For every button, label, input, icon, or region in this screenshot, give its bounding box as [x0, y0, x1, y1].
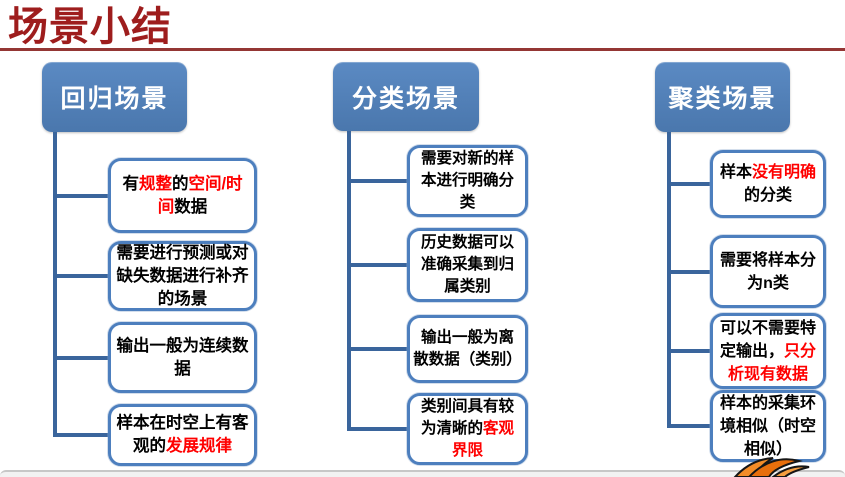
leaf-box-text: 可以不需要特 定输出，只分 析现有数据: [720, 317, 816, 386]
leaf-box-text: 需要对新的样 本进行明确分 类: [421, 148, 514, 214]
text-segment: 样本: [719, 164, 752, 181]
connector-branch: [347, 179, 407, 183]
leaf-box-clustering-4: 样本的采集环 境相似（时空 相似）: [710, 390, 826, 462]
connector-branch: [347, 347, 407, 351]
leaf-box-text: 有规整的空间/时 间数据: [122, 173, 242, 219]
text-segment: 需要进行预测或对 缺失数据进行补齐 的场景: [116, 243, 249, 308]
leaf-box-clustering-1: 样本没有明确 的分类: [710, 150, 826, 218]
text-segment: 需要将样本分 为n类: [719, 251, 816, 292]
connector-branch: [667, 182, 710, 186]
leaf-box-text: 样本没有明确 的分类: [720, 161, 816, 207]
connector-branch: [53, 274, 108, 278]
text-segment: 类别间具有较 为清晰的: [420, 398, 514, 437]
column-header-regression: 回归场景: [42, 62, 187, 132]
leaf-box-classification-1: 需要对新的样 本进行明确分 类: [407, 145, 528, 217]
text-segment: 有: [122, 174, 139, 193]
text-segment: 输出一般为连续数 据: [116, 336, 249, 378]
leaf-box-classification-2: 历史数据可以 准确采集到归 属类别: [407, 228, 528, 302]
text-segment: 的分类: [743, 187, 792, 204]
leaf-box-regression-4: 样本在时空上有客 观的发展规律: [108, 404, 257, 466]
text-segment-highlight: 没有明确: [752, 164, 817, 181]
text-segment: 的: [171, 174, 189, 193]
leaf-box-text: 需要将样本分 为n类: [720, 249, 816, 295]
leaf-box-clustering-3: 可以不需要特 定输出，只分 析现有数据: [710, 313, 826, 389]
leaf-box-text: 输出一般为离 散数据（类别）: [413, 327, 522, 371]
connector-branch: [347, 427, 407, 431]
connector-branch: [667, 424, 710, 428]
column-header-classification: 分类场景: [333, 62, 479, 131]
text-segment-highlight: 规整: [138, 174, 172, 193]
text-segment: 可以不需要特 定输出，: [719, 319, 816, 360]
text-segment: 样本在时空上有客 观的: [116, 414, 249, 455]
leaf-box-regression-2: 需要进行预测或对 缺失数据进行补齐 的场景: [108, 241, 257, 311]
column-header-clustering: 聚类场景: [655, 62, 790, 132]
text-segment-highlight: 发展规律: [166, 437, 232, 455]
leaf-box-text: 历史数据可以 准确采集到归 属类别: [421, 232, 514, 298]
text-segment: 样本的采集环 境相似（时空 相似）: [719, 394, 816, 458]
connector-branch: [53, 193, 108, 198]
leaf-box-text: 类别间具有较 为清晰的客观 界限: [421, 396, 514, 462]
leaf-box-text: 样本的采集环 境相似（时空 相似）: [720, 392, 816, 461]
connector-branch: [53, 433, 108, 437]
leaf-box-classification-4: 类别间具有较 为清晰的客观 界限: [407, 393, 528, 465]
leaf-box-regression-1: 有规整的空间/时 间数据: [108, 158, 257, 233]
leaf-box-classification-3: 输出一般为离 散数据（类别）: [407, 315, 528, 383]
leaf-box-clustering-2: 需要将样本分 为n类: [710, 235, 826, 308]
text-segment-highlight: 空间/时 间: [157, 174, 243, 216]
text-segment: 需要对新的样 本进行明确分 类: [420, 150, 514, 211]
orange-wing-mascot-icon: [733, 457, 810, 477]
text-segment: 历史数据可以 准确采集到归 属类别: [420, 234, 514, 295]
leaf-box-text: 输出一般为连续数 据: [117, 335, 249, 381]
connector-branch: [53, 355, 108, 360]
connector-branch: [667, 269, 710, 274]
leaf-box-text: 需要进行预测或对 缺失数据进行补齐 的场景: [117, 242, 249, 311]
text-segment: 输出一般为离 散数据（类别）: [413, 329, 522, 368]
connector-trunk: [667, 132, 671, 428]
connector-trunk: [347, 131, 351, 431]
footer-bar: [0, 470, 845, 477]
text-segment-highlight: 只分 析现有数据: [727, 342, 817, 383]
title-divider: [0, 48, 845, 51]
page-title: 场景小结: [8, 5, 172, 49]
text-segment-highlight: 客观 界限: [451, 420, 515, 459]
leaf-box-regression-3: 输出一般为连续数 据: [108, 322, 257, 393]
text-segment: 数据: [174, 197, 208, 216]
connector-branch: [667, 349, 710, 353]
leaf-box-text: 样本在时空上有客 观的发展规律: [117, 412, 249, 458]
connector-branch: [347, 263, 407, 267]
connector-trunk: [53, 132, 57, 437]
